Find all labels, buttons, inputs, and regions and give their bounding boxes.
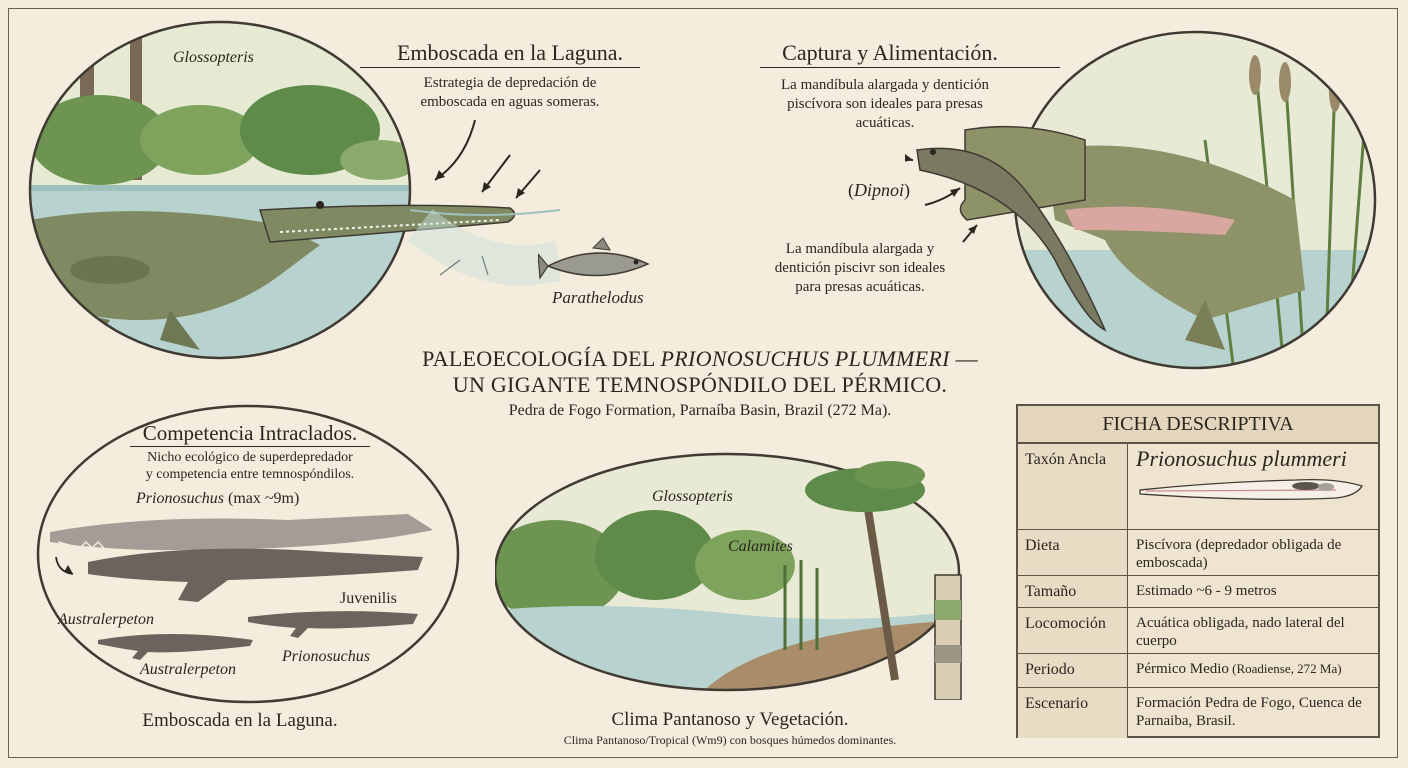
period-detail: (Roadiense, 272 Ma): [1228, 661, 1342, 676]
feeding-top-line3: acuáticas.: [855, 115, 915, 131]
feeding-illustration: [905, 30, 1377, 370]
title-line1-prefix: PALEOECOLOGÍA DEL: [422, 346, 661, 371]
title-line1: PALEOECOLOGÍA DEL PRIONOSUCHUS PLUMMERI …: [350, 346, 1050, 372]
prey-label: (Dipnoi): [848, 180, 911, 200]
fact-value: Piscívora (depredador obligada de embosc…: [1136, 537, 1342, 571]
big-prionosuchus-label: Prionosuchus (max ~9m): [136, 490, 299, 508]
climate-illustration: [495, 452, 962, 700]
fact-label: Periodo: [1018, 654, 1128, 687]
feeding-bottom-line1: La mandíbula alargada y: [785, 241, 935, 257]
prey-label-text: Dipnoi: [854, 180, 905, 200]
fact-label: Tamaño: [1018, 576, 1128, 607]
feeding-heading: Captura y Alimentación.: [782, 40, 998, 65]
ambush-heading-rule: [360, 67, 640, 68]
ambush-heading: Emboscada en la Laguna.: [396, 40, 623, 65]
fact-row-size: Tamaño Estimado ~6 - 9 metros: [1018, 576, 1378, 608]
ambush-description-line2: emboscada en aguas someras.: [420, 94, 600, 110]
fact-sheet: FICHA DESCRIPTIVA Taxón Ancla Prionosuch…: [1016, 404, 1380, 738]
fish-label: Parathelodus: [552, 288, 644, 307]
poster-title: PALEOECOLOGÍA DEL PRIONOSUCHUS PLUMMERI …: [350, 346, 1050, 420]
taxon-name: Prionosuchus plummeri: [1136, 446, 1347, 471]
fact-sheet-header: FICHA DESCRIPTIVA: [1018, 406, 1378, 444]
fact-row-diet: Dieta Piscívora (depredador obligada de …: [1018, 530, 1378, 576]
ambush-description: Estrategia de depredación de emboscada e…: [380, 74, 640, 112]
climate-subcaption: Clima Pantanoso/Tropical (Wm9) con bosqu…: [563, 733, 897, 747]
fact-value: Prionosuchus plummeri: [1128, 444, 1378, 529]
fact-row-locomotion: Locomoción Acuática obligada, nado later…: [1018, 608, 1378, 654]
poster-frame: [8, 8, 1398, 758]
feeding-description-bottom: La mandíbula alargada y dentición pisciv…: [745, 240, 975, 297]
fact-value: Estimado ~6 - 9 metros: [1136, 583, 1277, 599]
australerpeton-label-2: Australerpeton: [140, 661, 236, 678]
feeding-top-line1: La mandíbula alargada y dentición: [781, 77, 989, 93]
fact-value: Pérmico Medio (Roadiense, 272 Ma): [1128, 654, 1378, 687]
competition-illustration: [36, 404, 460, 704]
feeding-bottom-line2: dentición piscivr son ideales: [774, 260, 946, 276]
fish-illustration: [538, 237, 650, 280]
prionosuchus-small-label: Prionosuchus: [282, 648, 370, 665]
fact-row-period: Periodo Pérmico Medio (Roadiense, 272 Ma…: [1018, 654, 1378, 688]
competition-line2: y competencia entre temnospóndilos.: [145, 467, 355, 482]
fact-label: Dieta: [1018, 530, 1128, 575]
fact-label: Taxón Ancla: [1018, 444, 1128, 529]
title-subtitle: Pedra de Fogo Formation, Parnaíba Basin,…: [508, 402, 892, 419]
ambush-illustration: [28, 20, 560, 360]
competition-description: Nicho ecológico de superdepredador y com…: [100, 449, 400, 483]
fact-label: Locomoción: [1018, 608, 1128, 653]
fact-row-taxon: Taxón Ancla Prionosuchus plummeri: [1018, 444, 1378, 530]
climate-caption: Clima Pantanoso y Vegetación.: [611, 709, 849, 730]
juvenilis-label: Juvenilis: [340, 590, 397, 607]
feeding-heading-rule: [760, 67, 1060, 68]
fact-row-setting: Escenario Formación Pedra de Fogo, Cuenc…: [1018, 688, 1378, 738]
competition-caption: Emboscada en la Laguna.: [142, 710, 338, 731]
fact-value: Acuática obligada, nado lateral del cuer…: [1136, 615, 1345, 649]
feeding-top-line2: piscívora son ideales para presas: [787, 96, 983, 112]
skull-icon: [1139, 478, 1363, 500]
feeding-bottom-line3: para presas acuáticas.: [795, 279, 925, 295]
feeding-description-top: La mandíbula alargada y dentición piscív…: [755, 76, 1015, 133]
period-main: Pérmico Medio: [1136, 661, 1229, 677]
title-line2: UN GIGANTE TEMNOSPÓNDILO DEL PÉRMICO.: [452, 372, 948, 397]
ambush-plant-label: Glossopteris: [173, 49, 254, 66]
big-size: (max ~9m): [224, 490, 300, 507]
fact-value: Formación Pedra de Fogo, Cuenca de Parna…: [1136, 695, 1362, 729]
australerpeton-label-1: Australerpeton: [58, 611, 154, 628]
competition-line1: Nicho ecológico de superdepredador: [147, 450, 353, 465]
climate-plant-label: Glossopteris: [652, 488, 733, 505]
ambush-description-line1: Estrategia de depredación de: [423, 75, 597, 91]
calamites-label: Calamites: [728, 538, 793, 555]
competition-heading-rule: [130, 446, 370, 447]
title-line1-suffix: —: [949, 346, 978, 371]
fact-label: Escenario: [1018, 688, 1128, 738]
big-genus: Prionosuchus: [136, 490, 224, 507]
title-species: PRIONOSUCHUS PLUMMERI: [660, 346, 950, 371]
competition-heading: Competencia Intraclados.: [142, 421, 358, 445]
